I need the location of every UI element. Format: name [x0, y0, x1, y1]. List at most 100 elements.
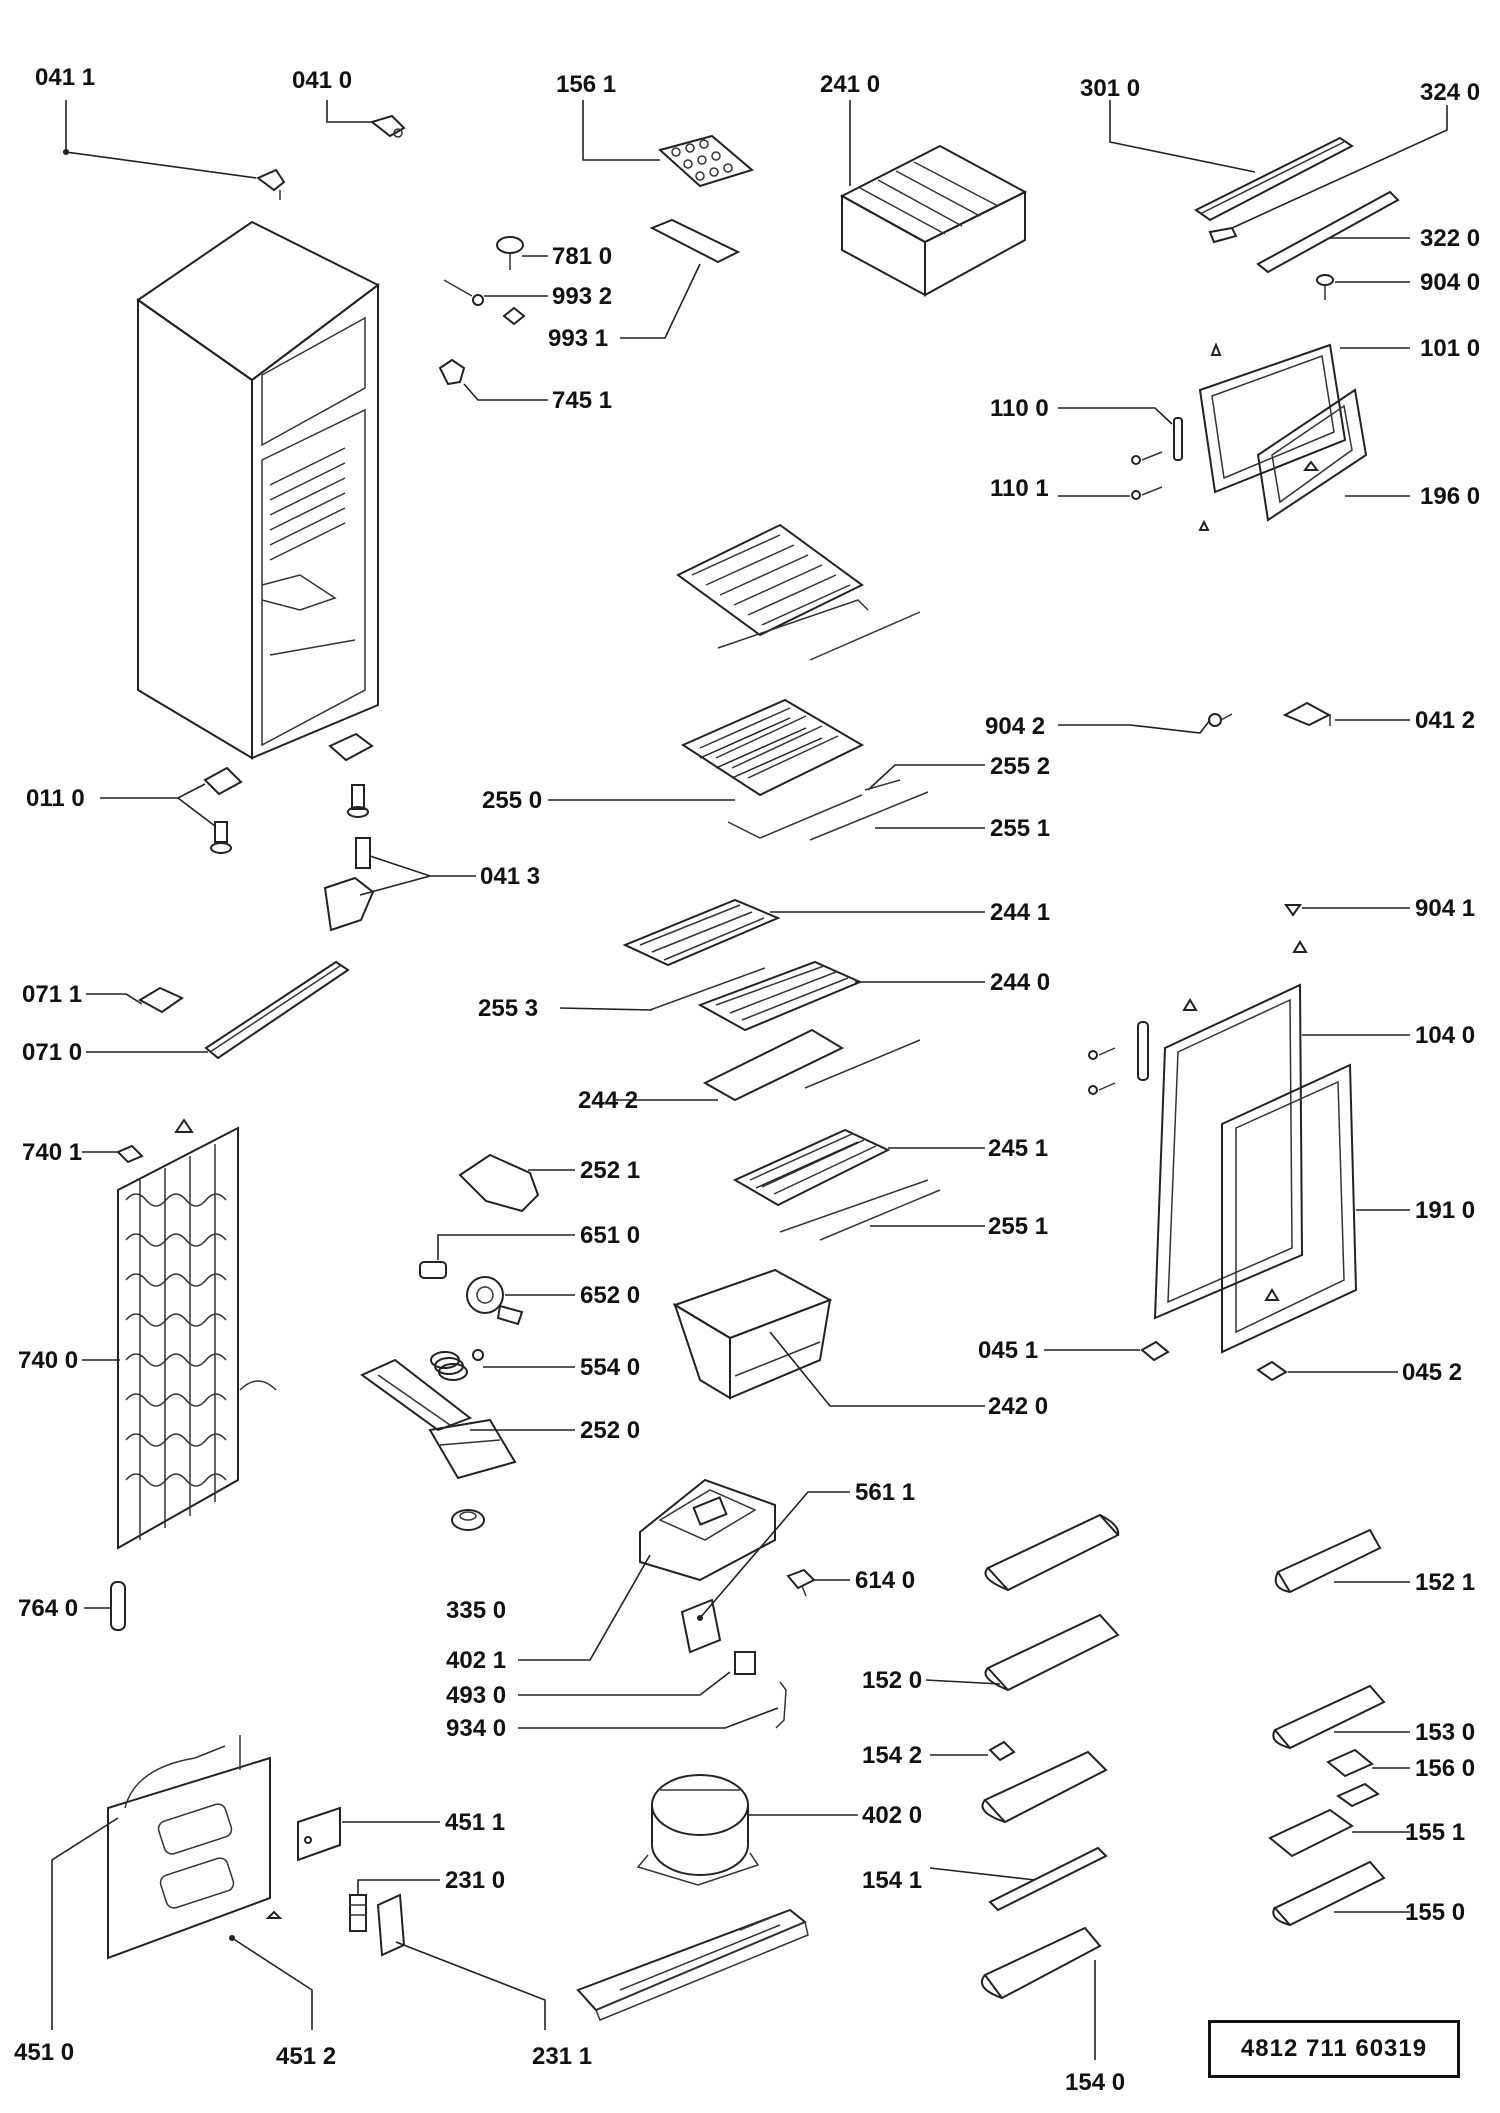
- part-045-2: [1256, 1360, 1288, 1382]
- label-156-0: 156 0: [1415, 1755, 1475, 1782]
- relay-402-1: [639, 1478, 776, 1582]
- control-652-0: [466, 1276, 524, 1326]
- screw-904-0: [1316, 274, 1334, 300]
- label-614-0: 614 0: [855, 1567, 915, 1594]
- label-324-0: 324 0: [1420, 79, 1480, 106]
- fridge-door-104-0: [1088, 940, 1308, 1320]
- label-451-1: 451 1: [445, 1809, 505, 1836]
- label-781-0: 781 0: [552, 243, 612, 270]
- hinge-041-0: [369, 114, 406, 138]
- label-196-0: 196 0: [1420, 483, 1480, 510]
- part-993-1: [502, 218, 741, 326]
- label-652-0: 652 0: [580, 1282, 640, 1309]
- label-110-1: 110 1: [990, 475, 1049, 502]
- label-561-1: 561 1: [855, 1479, 915, 1506]
- label-904-1: 904 1: [1415, 895, 1475, 922]
- part-071-1: [137, 986, 185, 1014]
- label-244-1: 244 1: [990, 899, 1050, 926]
- thermostat-cover-252-1: [458, 1153, 540, 1213]
- glass-244-2: [702, 1028, 921, 1102]
- label-252-0: 252 0: [580, 1417, 640, 1444]
- label-152-1: 152 1: [1415, 1569, 1475, 1596]
- label-993-2: 993 2: [552, 283, 612, 310]
- label-451-0: 451 0: [14, 2039, 74, 2066]
- label-740-0: 740 0: [18, 1347, 78, 1374]
- label-255-0: 255 0: [482, 787, 542, 814]
- frame-255-3: [649, 967, 766, 1011]
- part-335-0: [451, 1509, 485, 1531]
- label-242-0: 242 0: [988, 1393, 1048, 1420]
- door-shelf-153-0: [1272, 1684, 1386, 1750]
- gasket-191-0: [1221, 1063, 1358, 1354]
- hinge-041-3: [323, 837, 375, 932]
- label-041-0: 041 0: [292, 67, 352, 94]
- condenser-740-0: [117, 1118, 239, 1550]
- label-155-1: 155 1: [1405, 1819, 1465, 1846]
- label-255-1-lower: 255 1: [988, 1213, 1048, 1240]
- label-241-0: 241 0: [820, 71, 880, 98]
- butter-dish-156-0: [1326, 1748, 1374, 1778]
- hinge-bottom: [328, 732, 374, 818]
- door-shelf-152-1: [1274, 1528, 1382, 1594]
- label-155-0: 155 0: [1405, 1899, 1465, 1926]
- label-154-1: 154 1: [862, 1867, 922, 1894]
- compressor-402-0: [636, 1774, 760, 1886]
- label-041-1: 041 1: [35, 64, 95, 91]
- door-shelf-154-0: [980, 1926, 1102, 2000]
- housing-252-0: [360, 1358, 517, 1480]
- label-245-1: 245 1: [988, 1135, 1048, 1162]
- label-191-0: 191 0: [1415, 1197, 1475, 1224]
- part-745-1: [438, 358, 466, 386]
- door-shelf-155-0: [1272, 1860, 1386, 1927]
- spring-554-0: [430, 1349, 484, 1381]
- freezer-door-101-0: [1198, 342, 1347, 494]
- label-764-0: 764 0: [18, 1595, 78, 1622]
- label-152-0: 152 0: [862, 1667, 922, 1694]
- label-101-0: 101 0: [1420, 335, 1480, 362]
- screw-904-1: [1284, 904, 1302, 917]
- door-shelf-upper: [984, 1513, 1120, 1592]
- cover-155-1: [1268, 1782, 1380, 1858]
- knob-781-0: [496, 236, 524, 270]
- label-045-2: 045 2: [1402, 1359, 1462, 1386]
- hinge-041-1: [256, 168, 286, 200]
- ice-tray-156-1: [657, 134, 755, 188]
- label-934-0: 934 0: [446, 1715, 506, 1742]
- clip-740-1: [116, 1144, 144, 1164]
- door-shelf-154-2: [981, 1750, 1108, 1824]
- label-255-1-upper: 255 1: [990, 815, 1050, 842]
- label-110-0: 110 0: [990, 395, 1049, 422]
- part-493-0: [734, 1651, 756, 1675]
- bar-154-1: [988, 1846, 1108, 1912]
- part-045-1: [1140, 1340, 1170, 1362]
- part-993-2: [443, 279, 484, 306]
- shelf-244-1: [622, 898, 781, 967]
- label-252-1: 252 1: [580, 1157, 640, 1184]
- shelf-244-0: [697, 960, 863, 1032]
- foot-011-0: [203, 766, 243, 854]
- screw-904-2: [1208, 713, 1233, 727]
- label-011-0: 011 0: [26, 785, 85, 812]
- part-231-0: [349, 1894, 367, 1932]
- label-154-0: 154 0: [1065, 2069, 1125, 2096]
- label-740-1: 740 1: [22, 1139, 82, 1166]
- base-tray: [576, 1908, 809, 2021]
- shelf-245-1: [732, 1128, 941, 1241]
- crisper-242-0: [672, 1268, 833, 1400]
- label-335-0: 335 0: [446, 1597, 506, 1624]
- label-322-0: 322 0: [1420, 225, 1480, 252]
- label-301-0: 301 0: [1080, 75, 1140, 102]
- part-764-0: [110, 1581, 126, 1631]
- knob-651-0: [419, 1261, 447, 1279]
- label-244-2: 244 2: [578, 1087, 638, 1114]
- label-045-1: 045 1: [978, 1337, 1038, 1364]
- part-614-0: [786, 1568, 816, 1597]
- bracket-231-1: [376, 1893, 406, 1957]
- label-993-1: 993 1: [548, 325, 608, 352]
- wire-934-0: [775, 1681, 787, 1729]
- label-071-1: 071 1: [22, 981, 82, 1008]
- label-745-1: 745 1: [552, 387, 612, 414]
- label-156-1: 156 1: [556, 71, 616, 98]
